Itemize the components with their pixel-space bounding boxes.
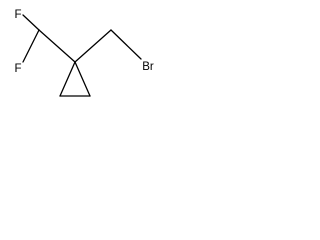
structure-diagram: F F Br [14,9,154,97]
atom-label-fluorine-bottom: F [14,63,21,75]
bond-ring-right [74,61,91,97]
bond-group [22,14,142,97]
atom-label-fluorine-top: F [14,9,21,21]
bond-ring-left [59,61,76,97]
bond-ch2-br [110,29,142,60]
bond-chf2-quaternary-c [38,29,76,63]
bond-chf2-f-bottom [22,29,40,63]
bond-quaternary-c-ch2 [74,29,112,63]
atom-label-bromine: Br [142,61,154,73]
bond-chf2-f-top [22,14,40,31]
